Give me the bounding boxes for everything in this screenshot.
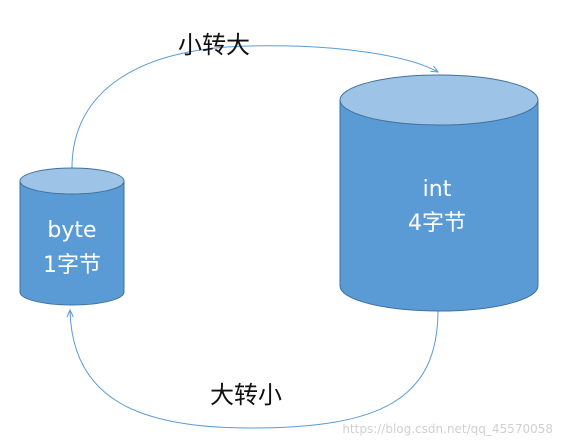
int-cylinder-body — [339, 99, 539, 312]
int-size-label: 4字节 — [408, 211, 466, 236]
watermark-text: https://blog.csdn.net/qq_45570058 — [342, 422, 553, 436]
int-type-label: int — [423, 177, 452, 202]
byte-cylinder-top — [19, 167, 125, 195]
byte-type-label: byte — [47, 218, 96, 243]
bottom-arrow-arc — [70, 310, 439, 429]
int-cylinder: int 4字节 — [339, 74, 539, 312]
byte-cylinder: byte 1字节 — [19, 167, 125, 306]
byte-size-label: 1字节 — [43, 253, 101, 278]
top-arrow-arc — [71, 45, 438, 169]
bottom-arrow-label: 大转小 — [210, 381, 282, 409]
byte-cylinder-body — [19, 180, 125, 306]
top-arrow-label: 小转大 — [178, 31, 250, 59]
int-cylinder-top — [339, 74, 539, 126]
